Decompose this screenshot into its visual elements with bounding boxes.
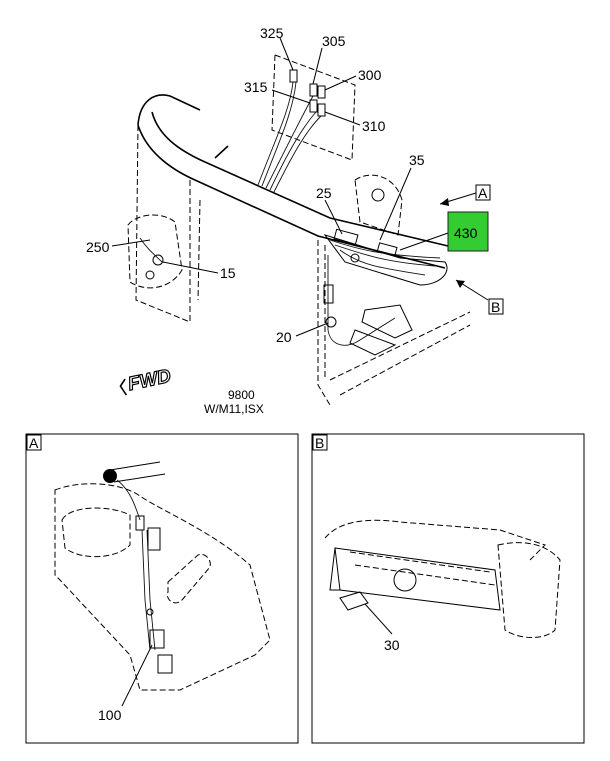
pedal-bracket	[361, 304, 413, 339]
callout-305: 305	[322, 33, 346, 49]
callout-310: 310	[362, 118, 386, 134]
detail-a-frame	[25, 433, 299, 744]
fwd-indicator: FWD	[126, 366, 173, 396]
callout-300: 300	[358, 67, 382, 83]
view-ref-a: A	[478, 185, 488, 201]
callout-315: 315	[244, 79, 268, 95]
detail-b-clip	[339, 591, 369, 611]
detail-a-letter: A	[29, 435, 39, 451]
main-view: 325 305 300 315 310 35 25 250 15 20 430 …	[86, 25, 504, 416]
connector-310	[317, 103, 326, 117]
view-ref-b-box	[488, 298, 504, 315]
connector-305	[309, 83, 318, 97]
inline-connector	[323, 284, 334, 304]
connector-315	[309, 99, 318, 113]
detail-a-connector	[147, 527, 161, 551]
fwd-arrow-icon	[119, 378, 128, 396]
callout-15: 15	[220, 265, 236, 281]
grommet-icon	[103, 469, 117, 483]
callout-100: 100	[98, 707, 122, 723]
connector-300	[317, 85, 326, 99]
cab-roof-edge	[137, 94, 201, 126]
connector-325	[289, 69, 298, 83]
left-bracket	[127, 214, 183, 289]
detail-b-side-panel	[497, 542, 561, 638]
view-ref-a-box	[475, 184, 491, 201]
view-ref-b: B	[491, 299, 500, 315]
callout-325: 325	[260, 25, 284, 41]
detail-b-top-edge	[324, 519, 546, 561]
upper-right-bracket	[354, 174, 403, 236]
connector-plate	[271, 54, 356, 161]
callout-250: 250	[86, 239, 110, 255]
detail-b-bracket	[334, 547, 501, 611]
callout-30: 30	[384, 637, 400, 653]
detail-a-opening	[61, 507, 131, 558]
callout-20: 20	[276, 329, 292, 345]
caption-model: 9800	[228, 388, 255, 402]
callout-25: 25	[316, 185, 332, 201]
detail-a-slot	[166, 553, 211, 604]
detail-a-panel: A 100	[25, 433, 299, 744]
harness-clip	[214, 145, 229, 159]
detail-b-panel: B 30	[311, 433, 585, 744]
callout-430[interactable]: 430	[454, 225, 478, 241]
detail-b-boss	[393, 568, 417, 592]
detail-b-letter: B	[315, 435, 324, 451]
callout-35: 35	[409, 152, 425, 168]
detail-a-panel-outline	[54, 483, 271, 691]
detail-b-frame	[311, 433, 585, 744]
highlight-box-430[interactable]	[447, 211, 489, 252]
harness-tray	[323, 234, 448, 286]
caption-engine: W/M11,ISX	[204, 402, 264, 416]
